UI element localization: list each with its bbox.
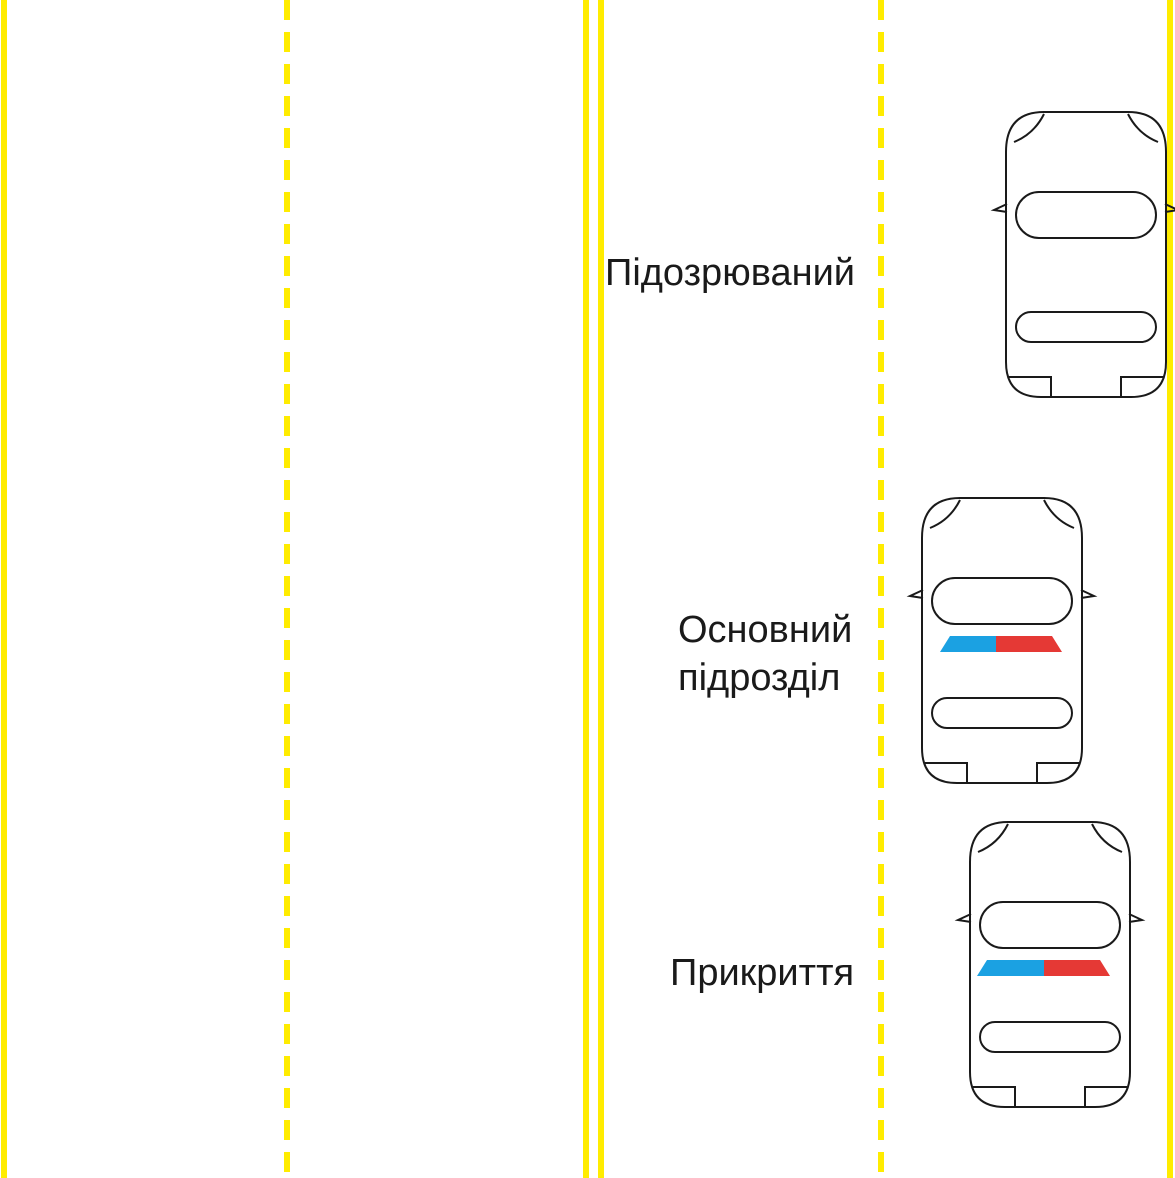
main-unit-label-line2: підрозділ	[678, 657, 840, 699]
cover-police-car	[957, 821, 1143, 1108]
siren-light-blue	[940, 636, 996, 652]
main-unit-label-line1: Основний	[678, 609, 852, 651]
suspect-label: Підозрюваний	[605, 252, 855, 294]
suspect-car	[993, 111, 1175, 398]
siren-light-blue	[977, 960, 1044, 976]
main-unit-police-car	[909, 497, 1095, 784]
siren-light-red	[996, 636, 1062, 652]
cover-label: Прикриття	[670, 952, 854, 994]
siren-light-red	[1044, 960, 1110, 976]
